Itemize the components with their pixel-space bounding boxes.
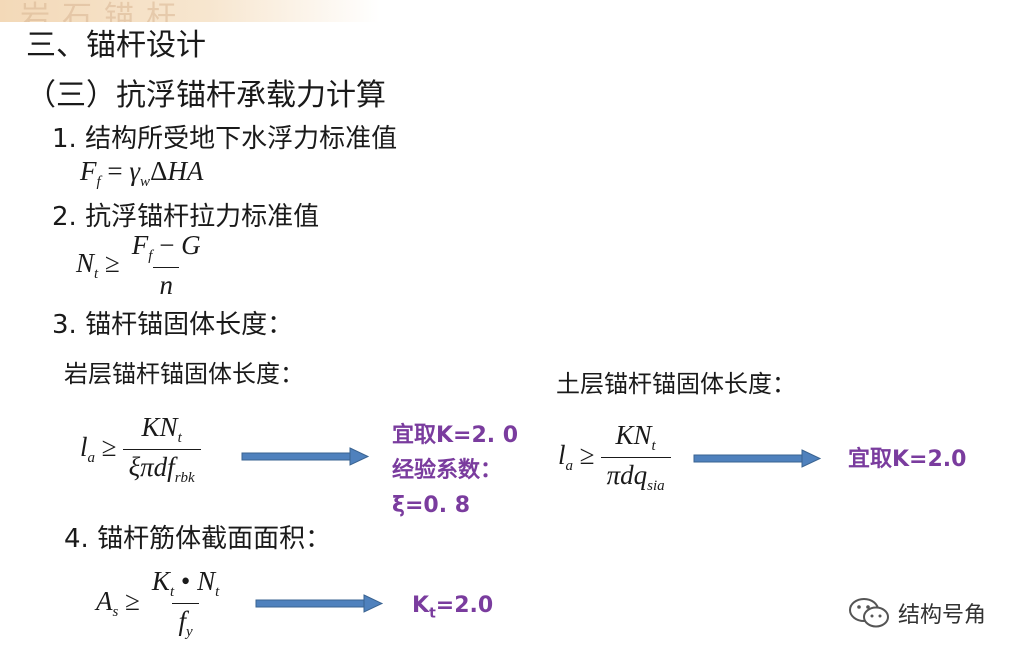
steel-note-k: K	[412, 593, 430, 618]
section-subtitle: （三）抗浮锚杆承载力计算	[26, 78, 386, 113]
steel-note-sub: t	[429, 605, 436, 622]
banner-decoration: 岩石锚杆	[20, 0, 188, 22]
arrow-soil	[693, 449, 822, 468]
item-4-label: 4. 锚杆筋体截面面积：	[64, 524, 332, 554]
watermark: 结构号角	[848, 596, 986, 630]
rock-note: 宜取K=2. 0 经验系数： ξ=0. 8	[392, 418, 518, 523]
steel-note-value: =2.0	[435, 593, 494, 618]
arrow-steel	[255, 594, 384, 613]
formula-buoyancy: Ff = γwΔHA	[80, 156, 204, 190]
wechat-icon	[849, 598, 889, 628]
steel-note: Kt=2.0	[412, 588, 493, 631]
page-title: 三、锚杆设计	[26, 28, 206, 63]
rock-note-k: 宜取K=2. 0	[392, 423, 519, 448]
watermark-text: 结构号角	[898, 603, 987, 628]
item-1-label: 1. 结构所受地下水浮力标准值	[52, 124, 398, 154]
rock-note-coef-label: 经验系数：	[392, 458, 503, 483]
header-banner: 岩石锚杆	[0, 0, 380, 22]
soil-anchor-label: 土层锚杆锚固体长度：	[556, 370, 796, 398]
rock-anchor-label: 岩层锚杆锚固体长度：	[64, 360, 304, 388]
arrow-rock	[241, 447, 370, 466]
rock-note-xi: ξ=0. 8	[392, 493, 471, 518]
item-2-label: 2. 抗浮锚杆拉力标准值	[52, 202, 320, 232]
soil-note: 宜取K=2.0	[848, 447, 967, 472]
item-3-label: 3. 锚杆锚固体长度：	[52, 310, 294, 340]
